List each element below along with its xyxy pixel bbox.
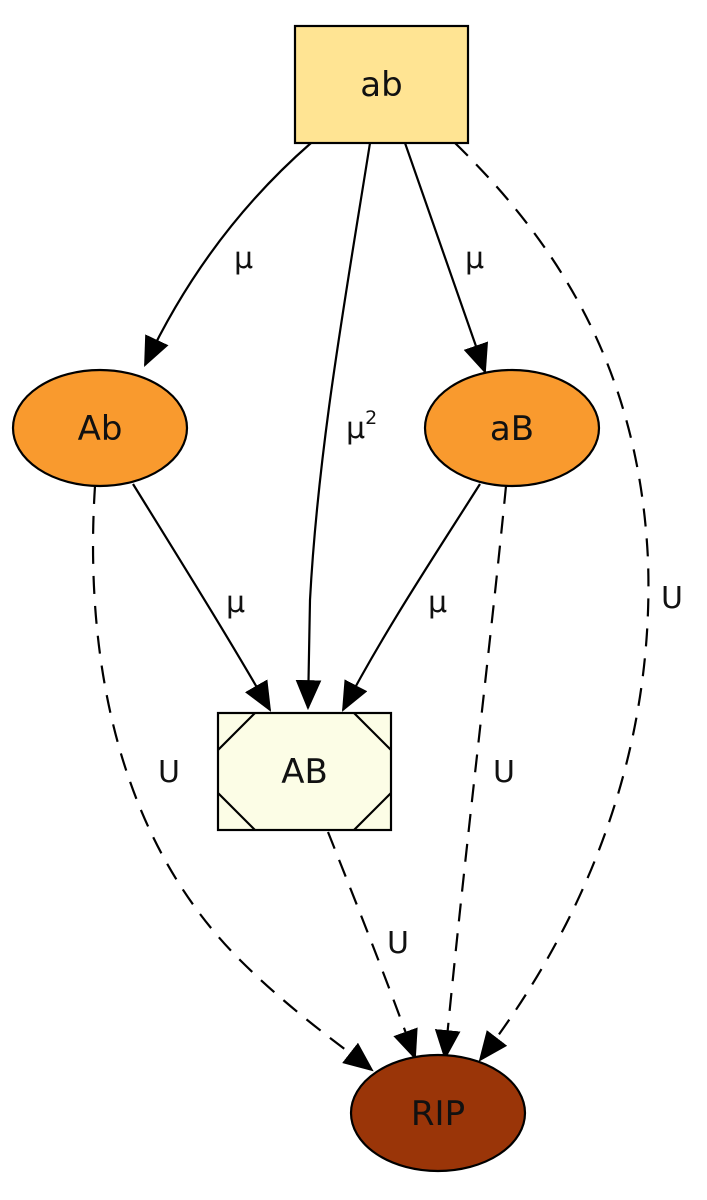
node-Ab-shape (11, 368, 189, 488)
edge-ab-to-aB (403, 142, 489, 375)
edge-Ab-to-RIP (91, 485, 374, 1072)
node-RIP-label: RIP (411, 1094, 465, 1134)
edge-Ab-to-AB (132, 483, 272, 712)
node-RIP-shape (349, 1053, 527, 1173)
node-RIP: RIP (349, 1053, 527, 1173)
edge-label-ab-AB: μ2 (346, 407, 377, 446)
edge-ab-to-AB (295, 142, 372, 711)
node-AB-corner-marks (217, 712, 392, 831)
node-AB-shape (216, 711, 393, 832)
node-AB-label: AB (281, 752, 328, 792)
node-AB: AB (216, 711, 393, 832)
edge-aB-to-AB (342, 483, 481, 712)
edge-labels: μ μ2 μ U μ μ U U U (158, 241, 683, 961)
node-aB-label: aB (490, 409, 534, 449)
node-ab: ab (293, 24, 470, 145)
node-Ab-label: Ab (78, 409, 123, 449)
node-aB-shape (423, 368, 601, 488)
edge-label-ab-Ab: μ (234, 241, 253, 276)
edge-aB-to-RIP (434, 485, 508, 1061)
edge-label-aB-AB: μ (428, 585, 447, 620)
edge-label-AB-RIP: U (387, 926, 409, 961)
node-ab-label: ab (360, 65, 402, 105)
edge-label-Ab-RIP: U (158, 755, 180, 790)
edge-label-Ab-AB: μ (226, 585, 245, 620)
edges (91, 142, 650, 1072)
edge-label-aB-RIP: U (493, 755, 515, 790)
edge-ab-to-RIP (454, 142, 650, 1062)
node-ab-shape (293, 24, 470, 145)
node-Ab: Ab (11, 368, 189, 488)
edge-label-ab-RIP: U (661, 581, 683, 616)
edge-label-ab-aB: μ (465, 241, 484, 276)
edge-ab-to-Ab (144, 142, 312, 367)
node-aB: aB (423, 368, 601, 488)
